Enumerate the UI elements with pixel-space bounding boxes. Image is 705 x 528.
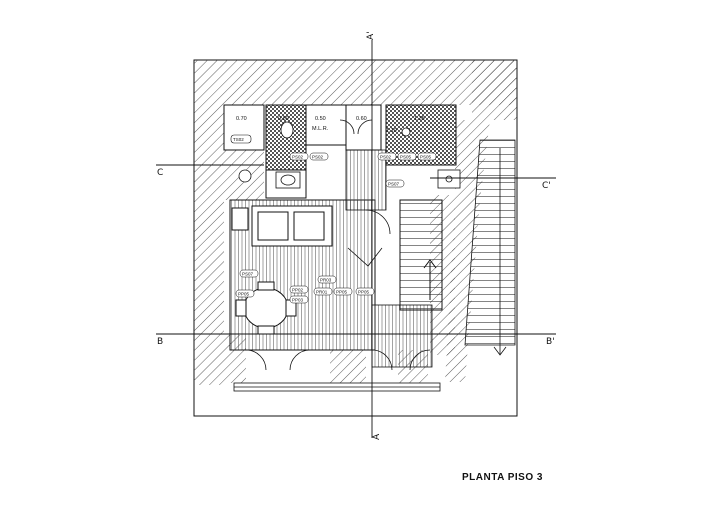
svg-text:PP05: PP05 — [336, 290, 348, 295]
laundry-room — [305, 104, 347, 146]
door-swings — [245, 119, 431, 371]
tag-row-1: PS02 PS02 PS02 — [289, 152, 397, 161]
mlr-label: M.L.R. — [312, 126, 329, 132]
svg-text:PP05: PP05 — [358, 290, 370, 295]
section-a-bottom-label: A — [372, 433, 382, 440]
dim-label: 1.10 — [386, 128, 397, 134]
hall-floor — [345, 149, 387, 211]
tag-lower-a: PR03 PP02 — [289, 275, 337, 294]
sanitary-fixtures — [238, 121, 461, 189]
svg-text:PS02: PS02 — [292, 155, 304, 160]
tag-lower-b: PP05 PP03 PR01 PP05 PP05 — [235, 287, 375, 304]
lower-right-floor — [371, 304, 433, 368]
svg-text:PR01: PR01 — [316, 290, 328, 295]
dim-label: 1.35 — [414, 116, 425, 122]
section-c-right-label: C' — [542, 181, 551, 191]
hall-marker — [347, 247, 383, 267]
tag-mid: PS07 — [239, 269, 259, 278]
sofa — [251, 205, 333, 247]
svg-text:PS05: PS05 — [400, 155, 412, 160]
svg-text:PS05: PS05 — [420, 155, 432, 160]
svg-text:PR03: PR03 — [320, 278, 332, 283]
section-c-left-label: C — [157, 168, 163, 178]
svg-text:PS07: PS07 — [242, 272, 254, 277]
svg-text:PP03: PP03 — [292, 298, 304, 303]
wc-room — [345, 104, 382, 151]
dim-label: 0.70 — [236, 116, 247, 122]
section-b-right-label: B' — [546, 337, 555, 347]
svg-text:PP02: PP02 — [292, 288, 304, 293]
svg-text:PS07: PS07 — [388, 182, 400, 187]
svg-text:PP05: PP05 — [238, 292, 250, 297]
dim-label: 0.60 — [356, 116, 367, 122]
staircase — [399, 199, 443, 311]
section-a-top-label: A' — [366, 31, 376, 40]
facade-windows — [233, 382, 441, 392]
svg-text:PS02: PS02 — [312, 155, 324, 160]
drawing-title: PLANTA PISO 3 — [462, 472, 543, 483]
exterior-stair — [464, 139, 516, 356]
tag-ts02: TS02 — [230, 134, 252, 144]
svg-text:TS02: TS02 — [233, 137, 244, 142]
tag-row-2: PS05 PS05 PS07 — [385, 152, 437, 188]
armchair-left — [231, 207, 249, 231]
section-b-left-label: B — [157, 337, 163, 347]
svg-text:PS02: PS02 — [380, 155, 392, 160]
dim-label: 0.50 — [315, 116, 326, 122]
dining-table — [235, 281, 297, 335]
dim-label: 0.80 — [278, 116, 289, 122]
section-lines — [156, 40, 556, 438]
